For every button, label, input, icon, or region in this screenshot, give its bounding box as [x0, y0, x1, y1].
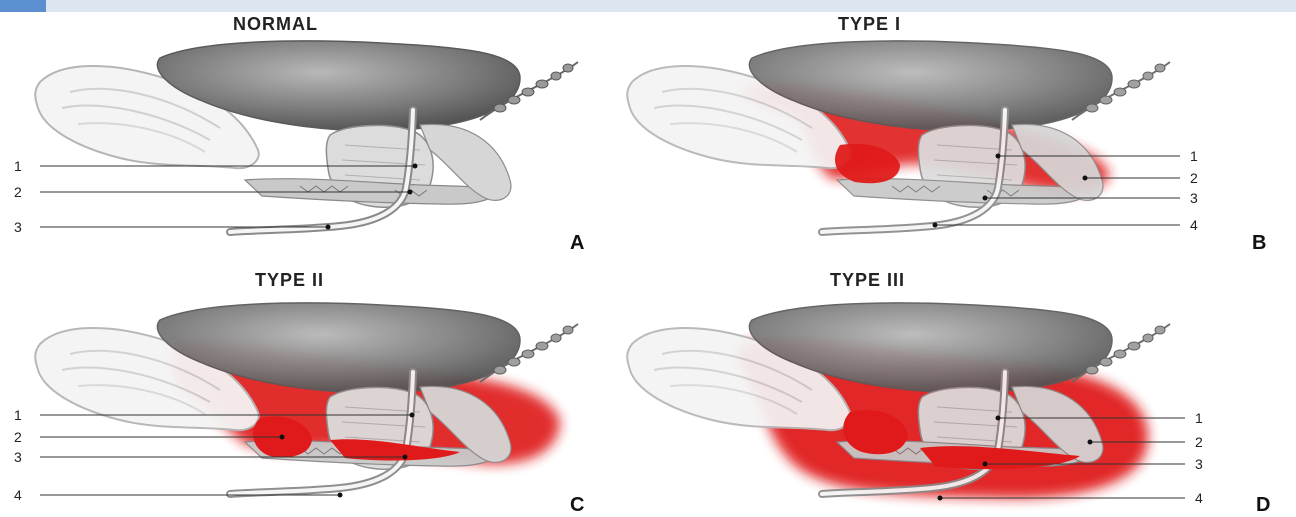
- panel-c-label-4: 4: [14, 487, 22, 503]
- panel-b-drawing: [627, 41, 1170, 232]
- panel-b-label-3: 3: [1190, 190, 1198, 206]
- panel-d-label-4: 4: [1195, 490, 1203, 506]
- panel-a-drawing: [35, 41, 578, 232]
- panel-b-label-4: 4: [1190, 217, 1198, 233]
- panel-b-label-2: 2: [1190, 170, 1198, 186]
- panel-b-label-1: 1: [1190, 148, 1198, 164]
- panel-c-drawing: [35, 303, 578, 494]
- panel-d-label-2: 2: [1195, 434, 1203, 450]
- panel-c-label-2: 2: [14, 429, 22, 445]
- panel-d-drawing: [627, 303, 1170, 498]
- panel-a-label-2: 2: [14, 184, 22, 200]
- panel-a-label-3: 3: [14, 219, 22, 235]
- panel-d-label-3: 3: [1195, 456, 1203, 472]
- panel-c-label-1: 1: [14, 407, 22, 423]
- panel-c-label-3: 3: [14, 449, 22, 465]
- panel-a-label-1: 1: [14, 158, 22, 174]
- panel-d-label-1: 1: [1195, 410, 1203, 426]
